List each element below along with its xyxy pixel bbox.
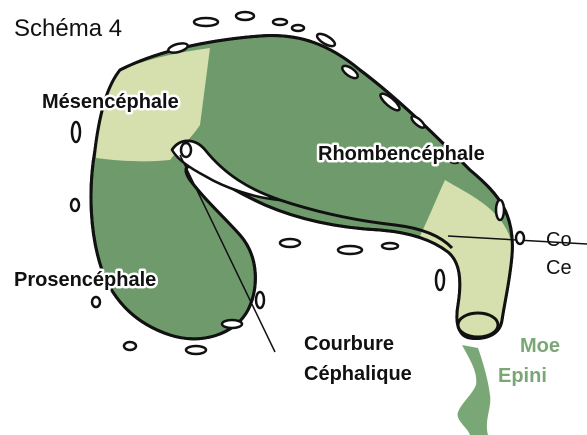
label-cut-right-1: Co (546, 229, 572, 251)
label-rhombencephale: Rhombencéphale (318, 143, 485, 165)
diagram-title: Schéma 4 (14, 15, 122, 42)
moelle-epiniere-shape (458, 345, 491, 435)
spinal-tube-opening (458, 313, 498, 337)
label-moelle-2: Epini (498, 365, 547, 387)
label-mesencephale: Mésencéphale (42, 91, 179, 113)
label-courbure: Courbure (304, 333, 394, 355)
label-prosencephale: Prosencéphale (14, 269, 156, 291)
label-cephalique: Céphalique (304, 363, 412, 385)
label-moelle-1: Moe (520, 335, 560, 357)
label-cut-right-2: Ce (546, 257, 572, 279)
